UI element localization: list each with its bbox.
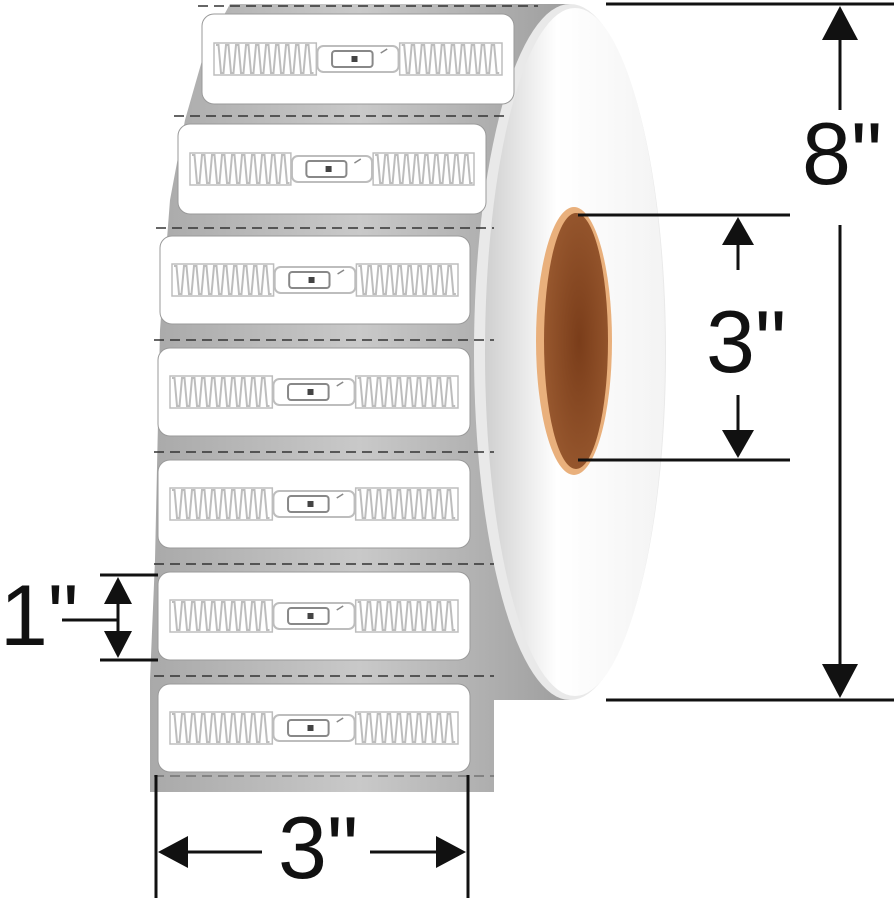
label-width-label: 3"	[278, 798, 359, 897]
rfid-chip-loop	[290, 155, 374, 183]
rfid-label	[154, 563, 494, 661]
label-face	[157, 459, 471, 549]
rfid-chip-loop	[272, 378, 356, 406]
antenna-right	[354, 599, 459, 633]
antenna-right	[354, 487, 459, 521]
antenna-right	[354, 375, 459, 409]
label-face	[177, 123, 487, 215]
core-diameter-label: 3"	[706, 292, 787, 391]
dimension-arrows	[104, 6, 858, 868]
antenna-left	[189, 152, 292, 186]
antenna-left	[169, 599, 274, 633]
label-face	[201, 13, 515, 105]
antenna-left	[169, 711, 274, 745]
label-face	[157, 347, 471, 437]
roll-core	[536, 207, 612, 475]
rfid-label	[156, 227, 494, 325]
label-height-label: 1"	[0, 568, 79, 664]
antenna-right	[354, 711, 459, 745]
rfid-chip-loop	[272, 490, 356, 518]
rfid-chip-loop	[272, 714, 356, 742]
antenna-left	[169, 487, 274, 521]
label-stack	[154, 5, 538, 777]
rfid-chip-loop	[273, 266, 357, 294]
dimension-lines	[62, 2, 894, 898]
antenna-left	[169, 375, 274, 409]
rfid-label	[174, 115, 510, 215]
outer-diameter-label: 8"	[802, 104, 883, 203]
label-face	[159, 235, 471, 325]
rfid-label	[154, 451, 494, 549]
antenna-left	[171, 263, 275, 297]
antenna-right	[372, 152, 475, 186]
antenna-right	[398, 42, 503, 76]
rfid-label	[154, 339, 494, 437]
rfid-label	[154, 675, 494, 773]
label-face	[157, 571, 471, 661]
antenna-right	[355, 263, 459, 297]
antenna-left	[213, 42, 318, 76]
rfid-chip-loop	[272, 602, 356, 630]
label-face	[157, 683, 471, 773]
rfid-label	[198, 5, 538, 105]
rfid-chip-loop	[316, 45, 400, 73]
